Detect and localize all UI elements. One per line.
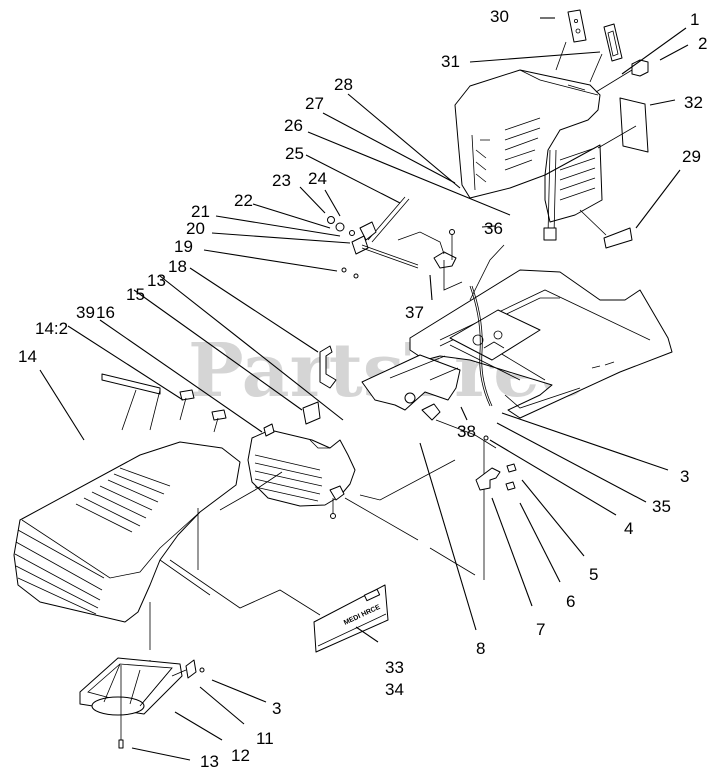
callout-25: 25 xyxy=(285,144,304,163)
callout-8: 8 xyxy=(476,639,485,658)
decal-31[interactable] xyxy=(589,23,623,83)
callout-39: 39 xyxy=(76,303,95,322)
bracket-11[interactable] xyxy=(171,659,205,679)
callout-labels: 1 2 3 3 4 5 6 7 8 11 12 13 13 14 14:2 15… xyxy=(18,7,707,771)
callout-14-2: 14:2 xyxy=(35,319,68,338)
hood-part[interactable] xyxy=(13,441,241,623)
frame-support[interactable] xyxy=(361,354,461,421)
hood-trim-14-2[interactable] xyxy=(101,373,161,395)
callout-5: 5 xyxy=(589,565,598,584)
callout-20: 20 xyxy=(186,219,205,238)
knob-part[interactable] xyxy=(595,59,649,93)
assembly-lines xyxy=(121,389,497,690)
callout-35: 35 xyxy=(652,497,671,516)
callout-26: 26 xyxy=(284,116,303,135)
bracket-5[interactable] xyxy=(475,435,517,491)
callout-23: 23 xyxy=(272,171,291,190)
callout-19: 19 xyxy=(174,237,193,256)
callout-24: 24 xyxy=(308,169,327,188)
callout-28: 28 xyxy=(334,75,353,94)
callout-1: 1 xyxy=(690,10,699,29)
leader-lines xyxy=(39,17,689,761)
callout-37: 37 xyxy=(405,303,424,322)
callout-21: 21 xyxy=(191,202,210,221)
dash-tower-part[interactable] xyxy=(454,69,603,241)
callout-12: 12 xyxy=(231,746,250,765)
callout-33: 33 xyxy=(385,658,404,677)
pad-39a[interactable] xyxy=(179,389,195,401)
screen-15[interactable] xyxy=(302,401,321,425)
callout-15: 15 xyxy=(126,285,145,304)
callout-34: 34 xyxy=(385,680,404,699)
decal-33-34[interactable]: MEDI HRCE xyxy=(313,584,389,653)
callout-14: 14 xyxy=(18,347,37,366)
footrest-part[interactable] xyxy=(409,244,673,419)
decal-29[interactable] xyxy=(579,209,633,249)
bracket-37[interactable] xyxy=(397,229,463,291)
callout-11: 11 xyxy=(256,729,274,748)
callout-27: 27 xyxy=(305,94,324,113)
callout-31: 31 xyxy=(441,52,460,71)
callout-2: 2 xyxy=(698,34,707,53)
callout-36: 36 xyxy=(484,219,503,238)
callout-7: 7 xyxy=(536,620,545,639)
callout-29: 29 xyxy=(682,147,701,166)
callout-3: 3 xyxy=(272,699,281,718)
callout-13: 13 xyxy=(147,271,166,290)
bracket-18[interactable] xyxy=(319,345,337,389)
grille-part[interactable] xyxy=(247,429,356,519)
decal-30[interactable] xyxy=(555,9,587,71)
callout-3: 3 xyxy=(680,467,689,486)
callout-16: 16 xyxy=(96,303,115,322)
callout-32: 32 xyxy=(684,93,703,112)
cable[interactable] xyxy=(469,285,493,407)
pad-39b[interactable] xyxy=(211,409,227,421)
callout-4: 4 xyxy=(624,519,633,538)
callout-22: 22 xyxy=(234,191,253,210)
callout-13: 13 xyxy=(200,752,219,771)
callout-18: 18 xyxy=(168,257,187,276)
callout-30: 30 xyxy=(490,7,509,26)
cup-holder-part[interactable] xyxy=(79,657,183,749)
decal-32[interactable] xyxy=(597,97,649,153)
callout-38: 38 xyxy=(457,422,476,441)
clip-16[interactable] xyxy=(263,423,275,437)
linkage-rod[interactable] xyxy=(327,196,419,279)
callout-6: 6 xyxy=(566,592,575,611)
